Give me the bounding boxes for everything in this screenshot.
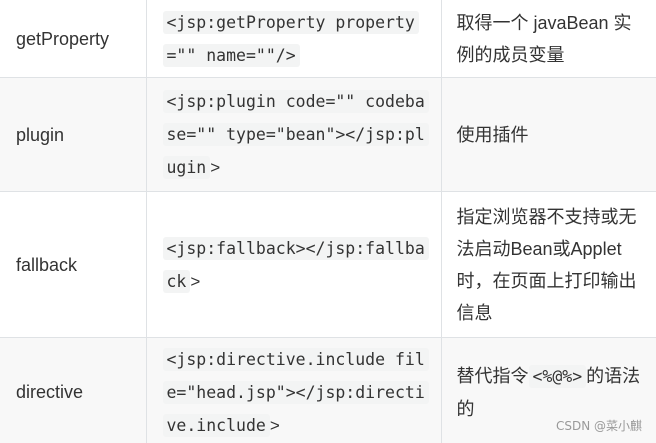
code-snippet: <jsp:plugin code="" codebase="" type="be… <box>162 90 429 179</box>
description-cell: 取得一个 javaBean 实例的成员变量 <box>440 0 656 78</box>
code-snippet: <jsp:getProperty property="" name=""/> <box>162 10 419 67</box>
code-suffix: > <box>269 415 280 435</box>
table-row: fallback <jsp:fallback></jsp:fallback> 指… <box>0 191 656 338</box>
tag-cell: getProperty <box>0 0 147 78</box>
code-cell: <jsp:directive.include file="head.jsp"><… <box>145 337 442 443</box>
description-text: 取得一个 javaBean 实例的成员变量 <box>456 12 632 65</box>
description-cell: 指定浏览器不支持或无法启动Bean或Applet时，在页面上打印输出信息 <box>440 191 656 338</box>
description-text: 使用插件 <box>456 124 529 145</box>
tag-cell: fallback <box>0 191 147 338</box>
code-cell: <jsp:plugin code="" codebase="" type="be… <box>145 77 442 192</box>
description-suffix: 的语法的 <box>456 365 641 419</box>
description-cell: 使用插件 <box>440 77 656 192</box>
tag-cell: directive <box>0 337 147 443</box>
description-code: <%@%> <box>528 364 587 388</box>
table-row: plugin <jsp:plugin code="" codebase="" t… <box>0 77 656 192</box>
code-snippet: <jsp:fallback></jsp:fallback <box>162 236 429 293</box>
watermark: CSDN @菜小麒 <box>555 419 642 433</box>
description-text: 指定浏览器不支持或无法启动Bean或Applet时，在页面上打印输出信息 <box>456 206 637 323</box>
description-text: 替代指令 <box>456 365 529 386</box>
code-cell: <jsp:getProperty property="" name=""/> <box>145 0 442 78</box>
table-row: getProperty <jsp:getProperty property=""… <box>0 0 656 78</box>
code-cell: <jsp:fallback></jsp:fallback> <box>145 191 442 338</box>
code-snippet: <jsp:directive.include file="head.jsp"><… <box>162 347 429 437</box>
description-cell: 替代指令<%@%>的语法的 <box>440 337 656 443</box>
tag-cell: plugin <box>0 77 147 192</box>
table-row: directive <jsp:directive.include file="h… <box>0 337 656 443</box>
code-suffix: > <box>210 158 221 177</box>
code-suffix: > <box>190 271 201 291</box>
